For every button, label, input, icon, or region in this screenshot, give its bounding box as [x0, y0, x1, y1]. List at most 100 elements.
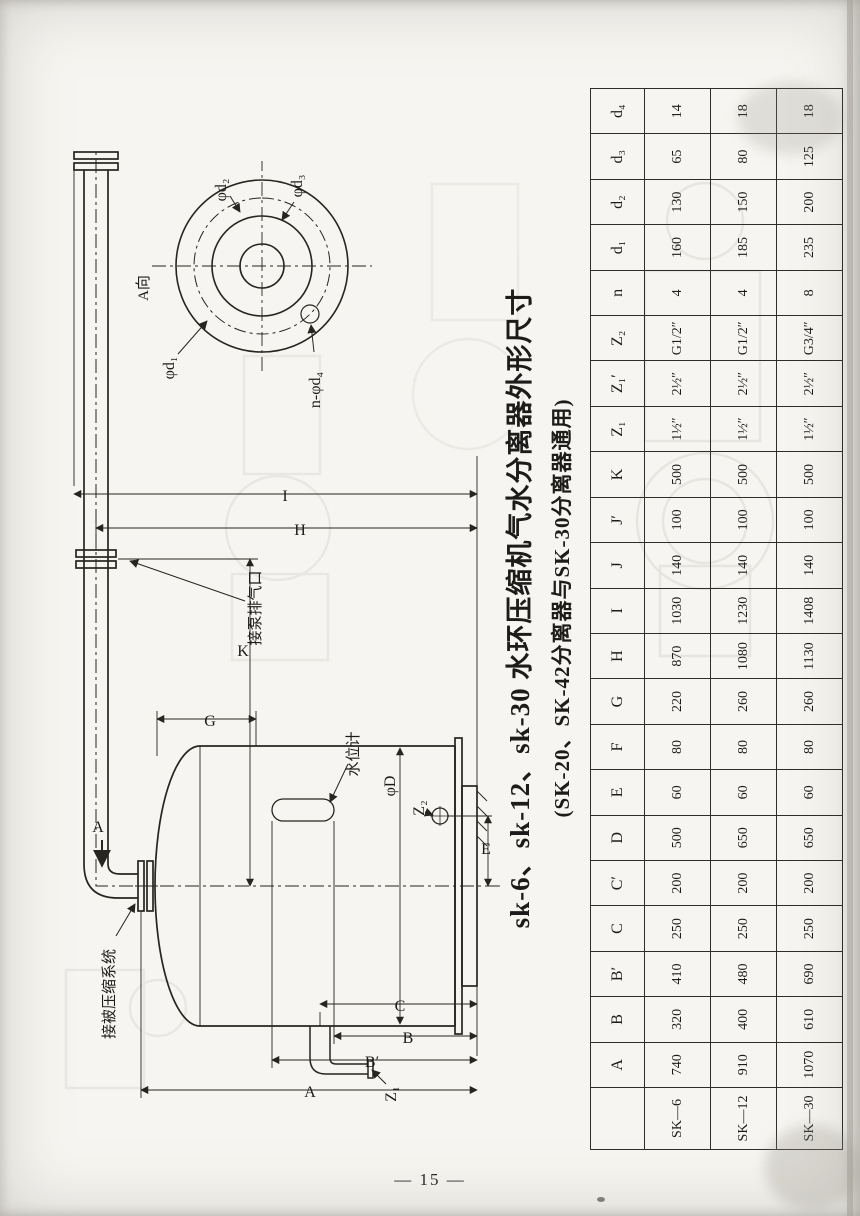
table-value-cell: 65 [644, 133, 711, 180]
z2-label: Z₂ [411, 800, 428, 815]
phi-d2-label: φd₂ [213, 179, 230, 202]
pump-exhaust-leader [129, 559, 246, 602]
table-value-cell: 235 [776, 224, 843, 271]
table-value-cell: G1/2″ [644, 315, 711, 361]
page-number: — 15 — [394, 1170, 466, 1189]
bolt-hole [300, 304, 320, 324]
bleedthrough-ghost-shapes [64, 181, 775, 1090]
table-value-cell: 740 [644, 1042, 711, 1088]
table-header-cell: Z₁′ [590, 361, 645, 407]
table-value-cell: 80 [644, 724, 711, 770]
phi-d4-leader [307, 324, 317, 353]
dim-g-label: G [204, 713, 216, 730]
table-value-cell: 2½″ [710, 361, 777, 407]
table-value-cell: G3/4″ [776, 315, 843, 361]
table-header-cell: G [590, 678, 645, 725]
table-value-cell: 400 [710, 996, 777, 1043]
table-header-cell: n [590, 270, 645, 316]
pipe-elbow-outer [83, 863, 119, 899]
figure-title-block: sk-6、sk-12、sk-30 水环压缩机气水分离器外形尺寸 (SK-20、S… [498, 0, 576, 1216]
table-value-cell: 500 [644, 815, 711, 861]
leader-lines [93, 559, 434, 1085]
table-value-cell: 500 [710, 451, 777, 498]
table-value-cell: 1½″ [644, 406, 711, 452]
water-gauge-label: 水位计 [345, 731, 362, 776]
dia-d-label: φD [382, 776, 399, 797]
table-value-cell: 4 [710, 270, 777, 316]
water-level-gauge [271, 798, 335, 822]
z1-drain-elbow [309, 1026, 374, 1079]
scan-smudge [738, 82, 843, 154]
table-value-cell: 1½″ [776, 406, 843, 452]
table-value-cell: 260 [776, 678, 843, 725]
table-value-cell: 410 [644, 951, 711, 997]
table-value-cell: 200 [644, 860, 711, 906]
phi-d1-leader [177, 320, 208, 355]
figure-subtitle: (SK-20、SK-42分离器与SK-30分离器通用) [550, 398, 574, 818]
table-header-cell: C′ [590, 860, 645, 906]
z1-leader [371, 1069, 387, 1085]
table-value-cell: 220 [644, 678, 711, 725]
table-header-cell: E [590, 769, 645, 816]
dim-h-label: H [294, 522, 306, 539]
table-header-cell: D [590, 815, 645, 861]
scan-edge-shadow [847, 0, 853, 1216]
drawing-labels: A向 φd₁ φd₂ φd₃ n-φd₄ 接泵排气口 接被压缩系统 水位计 φD… [92, 175, 491, 1102]
table-value-cell: 60 [710, 769, 777, 816]
separator-vessel [135, 456, 500, 1056]
table-value-cell: 1030 [644, 588, 711, 634]
table-value-cell: 500 [644, 451, 711, 498]
table-header-cell: I [590, 588, 645, 634]
table-value-cell: G1/2″ [710, 315, 777, 361]
table-value-cell: 200 [776, 179, 843, 225]
table-value-cell: 250 [644, 905, 711, 952]
table-value-cell: 870 [644, 633, 711, 679]
exhaust-pipe [73, 151, 158, 912]
dimension-lines [73, 170, 500, 1098]
table-header-cell: d₃ [590, 133, 645, 180]
view-a-detail [152, 161, 372, 371]
table-value-cell: 14 [644, 88, 711, 134]
table-value-cell: 1130 [776, 633, 843, 679]
table-value-cell: 8 [776, 270, 843, 316]
table-corner-cell [590, 1087, 645, 1150]
table-header-cell: B′ [590, 951, 645, 997]
table-header-cell: Z₂ [590, 315, 645, 361]
table-header-cell: J′ [590, 497, 645, 543]
dim-c-label: C [395, 998, 406, 1015]
dim-k-label: K [237, 643, 249, 660]
table-header-cell: B [590, 996, 645, 1043]
table-value-cell: 260 [710, 678, 777, 725]
table-value-cell: 60 [776, 769, 843, 816]
table-header-cell: d₄ [590, 88, 645, 134]
phi-d2-leader [229, 195, 241, 213]
table-value-cell: 185 [710, 224, 777, 271]
phi-d1-label: φd₁ [161, 357, 178, 380]
compressed-system-label: 接被压缩系统 [101, 949, 118, 1039]
pipe-elbow-inner [107, 863, 121, 875]
table-header-cell: d₁ [590, 224, 645, 271]
dim-b2-label: B′ [365, 1054, 379, 1071]
water-gauge-leader [329, 763, 349, 803]
table-value-cell: 80 [776, 724, 843, 770]
table-value-cell: 200 [776, 860, 843, 906]
table-value-cell: 160 [644, 224, 711, 271]
section-a-label: A [92, 819, 104, 836]
table-value-cell: 140 [710, 542, 777, 589]
table-value-cell: 250 [710, 905, 777, 952]
table-value-cell: 690 [776, 951, 843, 997]
n-phi-d4-label: n-φd₄ [307, 372, 324, 409]
table-value-cell: 500 [776, 451, 843, 498]
dim-i-label: I [282, 488, 287, 505]
phi-d3-label: φd₃ [289, 175, 306, 198]
table-value-cell: 2½″ [644, 361, 711, 407]
table-value-cell: 100 [710, 497, 777, 543]
z1-label: Z₁ [383, 1086, 400, 1101]
table-value-cell: 100 [776, 497, 843, 543]
table-value-cell: 910 [710, 1042, 777, 1088]
